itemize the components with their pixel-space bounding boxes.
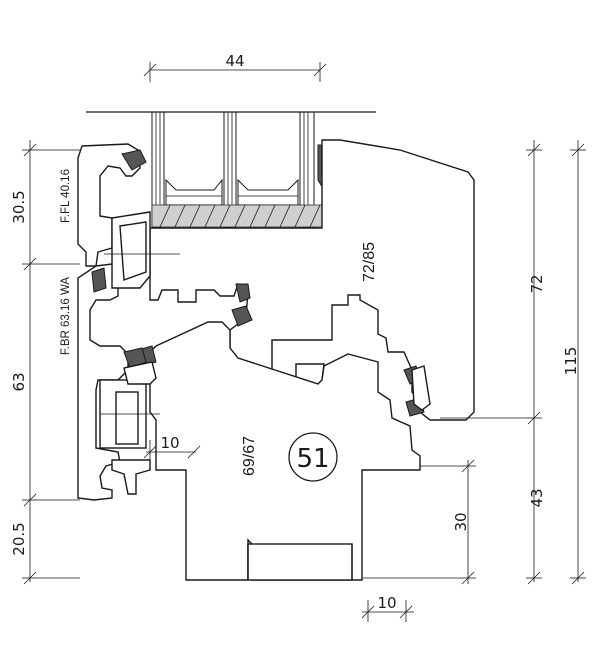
dimension-right-total-text: 115 [562, 347, 580, 376]
dimension-top-width-text: 44 [225, 52, 244, 70]
dimension-right-total: 115 [562, 140, 586, 585]
dimension-bottom-width-text: 10 [377, 594, 396, 612]
dimension-left-chain: 30.5 63 20.5 [10, 140, 80, 585]
profile-br-label: F.BR 63.16 WA [60, 277, 72, 356]
dimension-right-lower-text: 43 [528, 488, 546, 507]
profile-fl-label: F.FL 40.16 [60, 169, 72, 223]
dimension-left-top-text: 30.5 [10, 190, 28, 223]
dimension-inner-height: 30 [362, 459, 476, 585]
sash-depth-label: 72/85 [361, 242, 378, 282]
dimension-right-inner: 72 43 [440, 140, 546, 585]
outer-cladding: F.FL 40.16 F.BR 63.16 WA [60, 143, 180, 501]
frame-profile: 51 69/67 [137, 305, 421, 581]
dimension-left-bottom-text: 20.5 [10, 522, 28, 555]
dimension-top-width: 44 [143, 52, 327, 82]
dimension-left-mid-text: 63 [10, 372, 28, 391]
dimension-right-upper-text: 72 [528, 274, 546, 293]
profile-number-label: 51 [296, 444, 329, 474]
glazing-unit [86, 111, 376, 228]
profile-number-circle [288, 432, 338, 482]
dimension-inner-width-left-text: 10 [160, 434, 179, 452]
dimension-bottom-width: 10 [361, 594, 414, 622]
frame-depth-label: 69/67 [241, 436, 258, 476]
dimension-inner-height-text: 30 [452, 512, 470, 531]
dimension-inner-width-left: 10 [143, 434, 201, 462]
